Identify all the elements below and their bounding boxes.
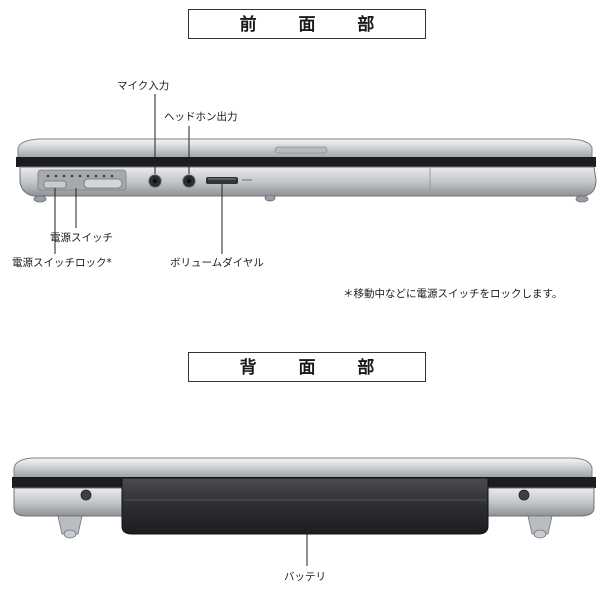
back-section-title: 背 面 部 [188, 352, 426, 382]
headphone-output-label: ヘッドホン出力 [164, 111, 238, 123]
volume-dial-label: ボリュームダイヤル [170, 257, 264, 269]
back-laptop [12, 457, 596, 539]
front-leader-lines [54, 94, 223, 254]
front-section-title: 前 面 部 [188, 9, 426, 39]
power-switch-label: 電源スイッチ [50, 232, 113, 244]
battery-label: バッテリ [284, 571, 326, 583]
power-switch-lock-label: 電源スイッチロック* [12, 257, 112, 269]
front-laptop [16, 138, 597, 203]
mic-input-label: マイク入力 [117, 80, 170, 92]
footnote: ＊移動中などに電源スイッチをロックします。 [343, 288, 563, 300]
